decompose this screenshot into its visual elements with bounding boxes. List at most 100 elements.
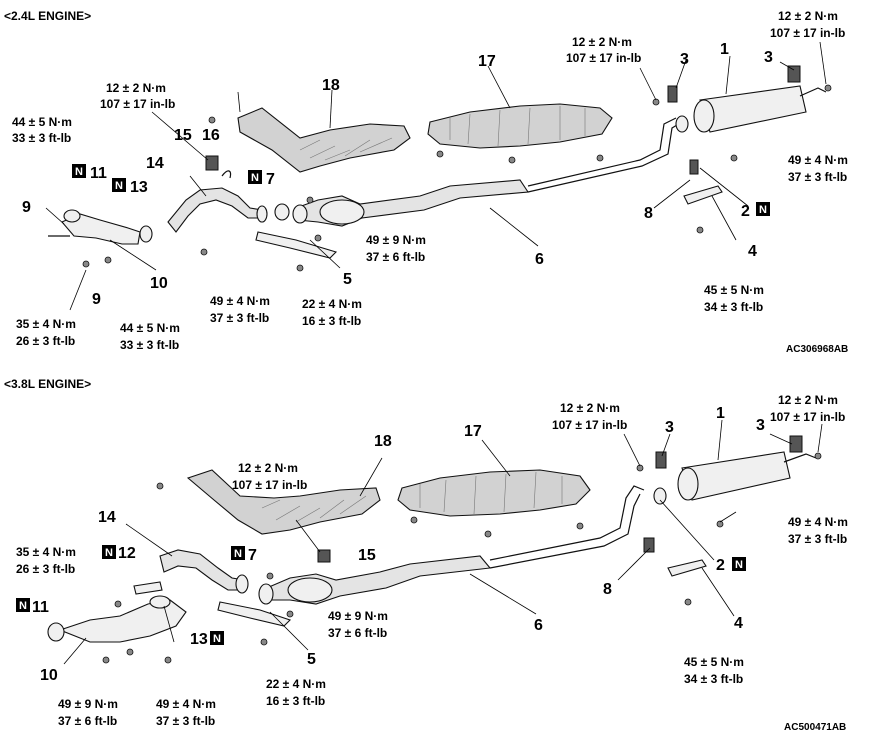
lower-torque-specs: 12 ± 2 N·m 107 ± 17 in-lb 12 ± 2 N·m 107… [16,393,848,728]
upper-diagram: <2.4L ENGINE> [4,9,848,355]
upper-label-3a: 3 [680,51,689,68]
lower-bolts [102,452,822,664]
upper-bolts [82,84,832,272]
badge-n-13-lower: N [213,633,221,645]
lower-torque-35-lb: 26 ± 3 ft-lb [16,562,75,576]
upper-torque-center49x9-nm: 49 ± 9 N·m [366,233,426,247]
lower-label-17: 17 [464,423,482,440]
heat-shield-17-lower [397,469,591,517]
muffler-1 [693,85,827,133]
lower-torque-right49-nm: 49 ± 4 N·m [788,515,848,529]
lower-diagram: <3.8L ENGINE> [4,377,848,733]
lower-torque-22-lb: 16 ± 3 ft-lb [266,694,325,708]
lower-torque-bl49x9-nm: 49 ± 9 N·m [58,697,118,711]
badge-n-13: N [115,180,123,192]
upper-part-numbers: 1 3 3 2 4 8 6 5 7 17 18 14 15 16 13 11 9… [22,41,773,308]
upper-torque-topright-lb: 107 ± 17 in-lb [770,26,845,40]
upper-label-17: 17 [478,53,496,70]
lower-torque-centertop-lb: 107 ± 17 in-lb [232,478,307,492]
lower-torque-right49-lb: 37 ± 3 ft-lb [788,532,847,546]
upper-label-14: 14 [146,155,164,172]
upper-label-1: 1 [720,41,729,58]
lower-torque-center49x9-lb: 37 ± 6 ft-lb [328,626,387,640]
upper-label-13: 13 [130,179,148,196]
upper-label-6: 6 [535,251,544,268]
lower-label-3b: 3 [756,417,765,434]
lower-label-6: 6 [534,617,543,634]
lower-torque-centertop-nm: 12 ± 2 N·m [238,461,298,475]
upper-label-9b: 9 [92,291,101,308]
upper-label-9a: 9 [22,199,31,216]
upper-label-18: 18 [322,77,340,94]
upper-torque-45-nm: 45 ± 5 N·m [704,283,764,297]
lower-figure-code: AC500471AB [784,722,846,733]
badge-n-11: N [75,166,83,178]
upper-torque-44b-lb: 33 ± 3 ft-lb [120,338,179,352]
badge-n-2-lower: N [735,559,743,571]
upper-label-7: 7 [266,171,275,188]
upper-torque-left-lb: 33 ± 3 ft-lb [12,131,71,145]
upper-label-10: 10 [150,275,168,292]
lower-torque-midtop-lb: 107 ± 17 in-lb [552,418,627,432]
lower-label-1: 1 [716,405,725,422]
upper-torque-lefttop-lb: 107 ± 17 in-lb [100,97,175,111]
upper-torque-35-nm: 35 ± 4 N·m [16,317,76,331]
lower-label-10: 10 [40,667,58,684]
upper-torque-center49x4-lb: 37 ± 3 ft-lb [210,311,269,325]
upper-torque-center49x9-lb: 37 ± 6 ft-lb [366,250,425,264]
heat-shield-17 [427,103,613,149]
upper-label-16: 16 [202,127,220,144]
upper-header: <2.4L ENGINE> [4,9,91,23]
lower-label-15: 15 [358,547,376,564]
upper-label-8: 8 [644,205,653,222]
lower-torque-center49x9-nm: 49 ± 9 N·m [328,609,388,623]
lower-header: <3.8L ENGINE> [4,377,91,391]
lower-label-11: 11 [32,599,49,616]
upper-torque-right49-lb: 37 ± 3 ft-lb [788,170,847,184]
center-pipe-6-lower [258,485,645,605]
badge-n-2: N [759,204,767,216]
upper-label-5: 5 [343,271,352,288]
lower-torque-bl49x9-lb: 37 ± 6 ft-lb [58,714,117,728]
lower-torque-bl49x4-nm: 49 ± 4 N·m [156,697,216,711]
upper-figure-code: AC306968AB [786,344,848,355]
badge-n-12: N [105,547,113,559]
upper-torque-22-nm: 22 ± 4 N·m [302,297,362,311]
lower-torque-35-nm: 35 ± 4 N·m [16,545,76,559]
upper-torque-45-lb: 34 ± 3 ft-lb [704,300,763,314]
lower-label-12: 12 [118,545,136,562]
upper-leaders [45,41,827,311]
upper-label-3b: 3 [764,49,773,66]
lower-torque-45-nm: 45 ± 5 N·m [684,655,744,669]
lower-part-numbers: 1 3 3 2 4 8 6 5 7 17 18 14 15 12 11 13 1… [32,405,765,684]
lower-label-14: 14 [98,509,116,526]
upper-torque-left-nm: 44 ± 5 N·m [12,115,72,129]
heat-shield-18-lower [186,469,381,535]
upper-label-15: 15 [174,127,192,144]
upper-torque-right49-nm: 49 ± 4 N·m [788,153,848,167]
badge-n-11-lower: N [19,600,27,612]
lower-torque-topright-nm: 12 ± 2 N·m [778,393,838,407]
upper-torque-44b-nm: 44 ± 5 N·m [120,321,180,335]
lower-torque-45-lb: 34 ± 3 ft-lb [684,672,743,686]
badge-n-7: N [251,172,259,184]
lower-leaders [63,419,823,665]
heat-shield-18 [237,107,411,173]
upper-label-2: 2 [741,203,750,220]
front-pipe-14 [167,187,268,233]
upper-label-11: 11 [90,165,107,182]
lower-torque-22-nm: 22 ± 4 N·m [266,677,326,691]
upper-torque-35-lb: 26 ± 3 ft-lb [16,334,75,348]
lower-label-18: 18 [374,433,392,450]
manifold-assembly [48,203,290,245]
brackets [205,65,801,259]
front-pipe-14-lower [159,549,249,594]
muffler-1-lower [677,451,817,501]
upper-torque-lefttop-nm: 12 ± 2 N·m [106,81,166,95]
manifold-assembly-lower [47,581,187,643]
upper-torque-specs: 12 ± 2 N·m 107 ± 17 in-lb 12 ± 2 N·m 107… [12,9,848,352]
lower-label-5: 5 [307,651,316,668]
lower-new-part-badges: N N N N N [16,545,746,645]
